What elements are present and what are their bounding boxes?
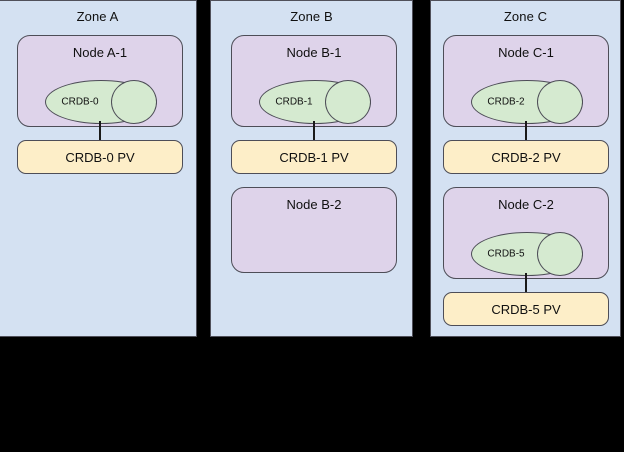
node-b-1-label: Node B-1 <box>286 45 342 60</box>
database-crdb-2-label: CRDB-2 <box>487 96 525 108</box>
node-b-1: Node B-1 CRDB-1 <box>231 35 397 127</box>
node-c-2-label: Node C-2 <box>498 197 554 212</box>
zone-a-container: Zone A Node A-1 CRDB-0 CRDB-0 PV <box>0 0 197 337</box>
database-crdb-5-label: CRDB-5 <box>487 248 525 260</box>
node-c-1-label: Node C-1 <box>498 45 554 60</box>
database-crdb-2: CRDB-2 <box>471 80 583 124</box>
node-a-1: Node A-1 CRDB-0 <box>17 35 183 127</box>
node-c-1: Node C-1 CRDB-2 <box>443 35 609 127</box>
database-crdb-5: CRDB-5 <box>471 232 583 276</box>
zone-c-title: Zone C <box>503 9 548 24</box>
volume-crdb-1-pv: CRDB-1 PV <box>231 140 397 174</box>
volume-crdb-0-pv: CRDB-0 PV <box>17 140 183 174</box>
volume-crdb-0-pv-label: CRDB-0 PV <box>65 149 135 165</box>
cylinder-cap-icon <box>111 80 157 124</box>
volume-crdb-2-pv-label: CRDB-2 PV <box>491 149 561 165</box>
node-b-2: Node B-2 <box>231 187 397 273</box>
zone-c-container: Zone C Node C-1 CRDB-2 CRDB-2 PV Node C-… <box>430 0 621 337</box>
node-b-2-label: Node B-2 <box>286 197 342 212</box>
node-a-1-label: Node A-1 <box>72 45 128 60</box>
connector-node-b-1-to-crdb-1-pv <box>313 121 315 141</box>
database-crdb-0: CRDB-0 <box>45 80 157 124</box>
connector-node-c-1-to-crdb-2-pv <box>525 121 527 141</box>
volume-crdb-1-pv-label: CRDB-1 PV <box>279 149 349 165</box>
volume-crdb-5-pv: CRDB-5 PV <box>443 292 609 326</box>
connector-node-a-1-to-crdb-0-pv <box>99 121 101 141</box>
database-crdb-1: CRDB-1 <box>259 80 371 124</box>
zone-a-title: Zone A <box>76 9 119 24</box>
database-crdb-1-label: CRDB-1 <box>275 96 313 108</box>
node-c-2: Node C-2 CRDB-5 <box>443 187 609 279</box>
volume-crdb-2-pv: CRDB-2 PV <box>443 140 609 174</box>
volume-crdb-5-pv-label: CRDB-5 PV <box>491 301 561 317</box>
cylinder-cap-icon <box>537 232 583 276</box>
zone-b-title: Zone B <box>290 9 333 24</box>
cylinder-cap-icon <box>325 80 371 124</box>
database-crdb-0-label: CRDB-0 <box>61 96 99 108</box>
connector-node-c-2-to-crdb-5-pv <box>525 273 527 293</box>
zone-b-container: Zone B Node B-1 CRDB-1 CRDB-1 PV Node B-… <box>210 0 413 337</box>
cylinder-cap-icon <box>537 80 583 124</box>
